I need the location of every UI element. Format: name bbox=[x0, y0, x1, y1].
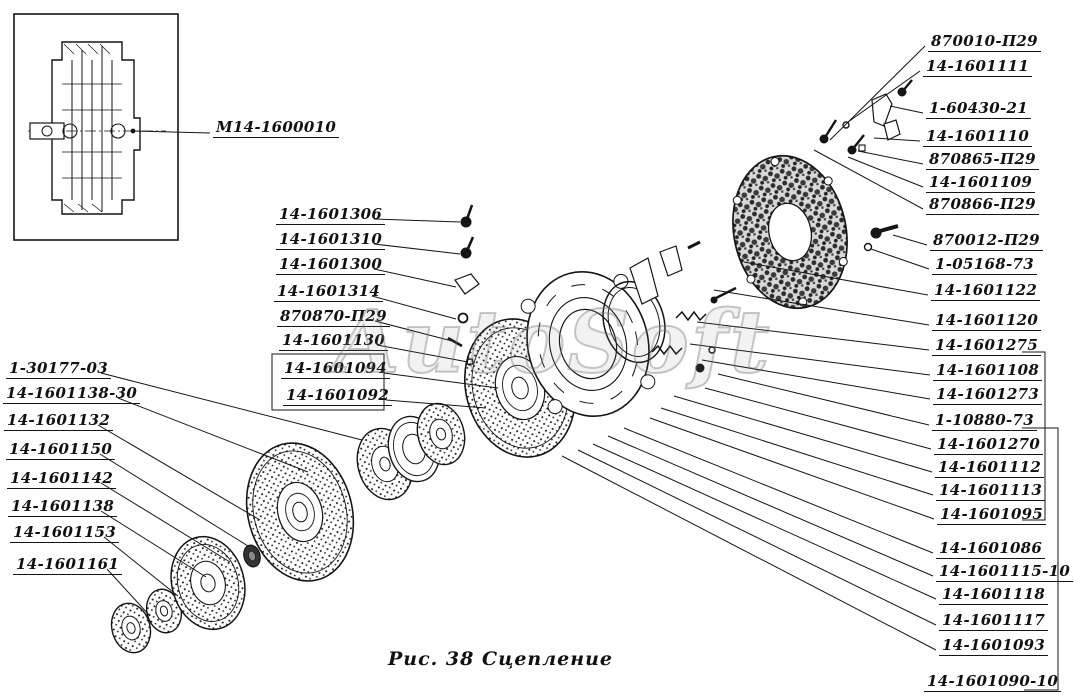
part-label: 870012-П29 bbox=[930, 232, 1043, 251]
part-label: 14-1601275 bbox=[932, 337, 1042, 356]
spring-2 bbox=[651, 344, 683, 356]
figure-caption: Рис. 38 Сцепление bbox=[388, 648, 613, 670]
part-label: 14-1601090-10 bbox=[924, 673, 1062, 692]
part-label: 14-1601120 bbox=[932, 312, 1042, 331]
center-fasteners bbox=[447, 204, 480, 366]
part-label: 14-1601306 bbox=[276, 206, 386, 225]
exploded-view bbox=[110, 79, 913, 654]
part-label: 14-1601270 bbox=[934, 436, 1044, 455]
drive-plate-3 bbox=[416, 402, 466, 466]
part-label: 14-1601122 bbox=[931, 282, 1041, 301]
bracket-3 bbox=[454, 273, 480, 295]
part-label: 14-1601110 bbox=[923, 128, 1033, 147]
part-label: 14-1601138 bbox=[8, 498, 118, 517]
spring-1 bbox=[675, 310, 707, 322]
part-label: 14-1601094 bbox=[281, 360, 391, 379]
part-label: 1-60430-21 bbox=[926, 100, 1031, 119]
part-label: 14-1601130 bbox=[279, 332, 389, 351]
washer-small-1 bbox=[708, 346, 716, 354]
bolt-right bbox=[863, 224, 899, 252]
inset-leader-line bbox=[130, 128, 211, 134]
leader-lines bbox=[97, 45, 1059, 691]
lever-pin bbox=[687, 240, 701, 250]
part-label: 14-1601118 bbox=[939, 586, 1049, 605]
part-label: 14-1601117 bbox=[939, 612, 1049, 631]
part-label: 14-1601150 bbox=[6, 441, 116, 460]
part-label: 14-1601142 bbox=[7, 470, 117, 489]
part-label: 14-1601095 bbox=[937, 506, 1047, 525]
clutch-cover bbox=[520, 270, 656, 418]
part-label: 14-1601109 bbox=[926, 174, 1036, 193]
friction-disc-small-2 bbox=[145, 588, 183, 634]
inset-cross-section bbox=[13, 13, 179, 241]
part-label: 1-10880-73 bbox=[932, 412, 1037, 431]
part-label: 14-1601161 bbox=[13, 556, 123, 575]
release-lever-2 bbox=[659, 245, 683, 277]
part-label: 870870-П29 bbox=[277, 308, 390, 327]
retaining-ring bbox=[602, 280, 666, 364]
bracket-2 bbox=[883, 119, 901, 141]
part-label: 14-1601138-30 bbox=[3, 385, 141, 404]
part-label: 14-1601310 bbox=[276, 231, 386, 250]
pressure-plate-assembly bbox=[732, 154, 848, 310]
friction-disc-large-1 bbox=[245, 442, 355, 582]
bolt-small-1 bbox=[695, 363, 705, 373]
part-label: 14-1601092 bbox=[283, 387, 393, 406]
fastener-cluster bbox=[819, 79, 913, 155]
part-label: 14-1601115-10 bbox=[936, 563, 1074, 582]
hub-nut bbox=[243, 544, 261, 568]
part-label: 1-30177-03 bbox=[6, 360, 111, 379]
part-label: 14-1601113 bbox=[936, 482, 1046, 501]
inset-part-label: М14-1600010 bbox=[213, 119, 340, 138]
part-label: 870866-П29 bbox=[926, 196, 1039, 215]
friction-disc-small-1 bbox=[110, 602, 152, 654]
part-label: 14-1601300 bbox=[276, 256, 386, 275]
part-label: 14-1601093 bbox=[939, 637, 1049, 656]
bracket-1 bbox=[871, 93, 893, 127]
part-label: 14-1601132 bbox=[4, 412, 114, 431]
part-label: 14-1601112 bbox=[935, 459, 1045, 478]
part-label: 14-1601108 bbox=[933, 362, 1043, 381]
part-label: 14-1601273 bbox=[933, 386, 1043, 405]
part-label: 870865-П29 bbox=[926, 151, 1039, 170]
part-label: 14-1601314 bbox=[274, 283, 384, 302]
release-lever-1 bbox=[629, 257, 659, 305]
part-label: 14-1601153 bbox=[10, 524, 120, 543]
part-label: 1-05168-73 bbox=[932, 256, 1037, 275]
part-label: 870010-П29 bbox=[928, 33, 1041, 52]
part-label: 14-1601086 bbox=[936, 540, 1046, 559]
part-label: 14-1601111 bbox=[923, 58, 1033, 77]
